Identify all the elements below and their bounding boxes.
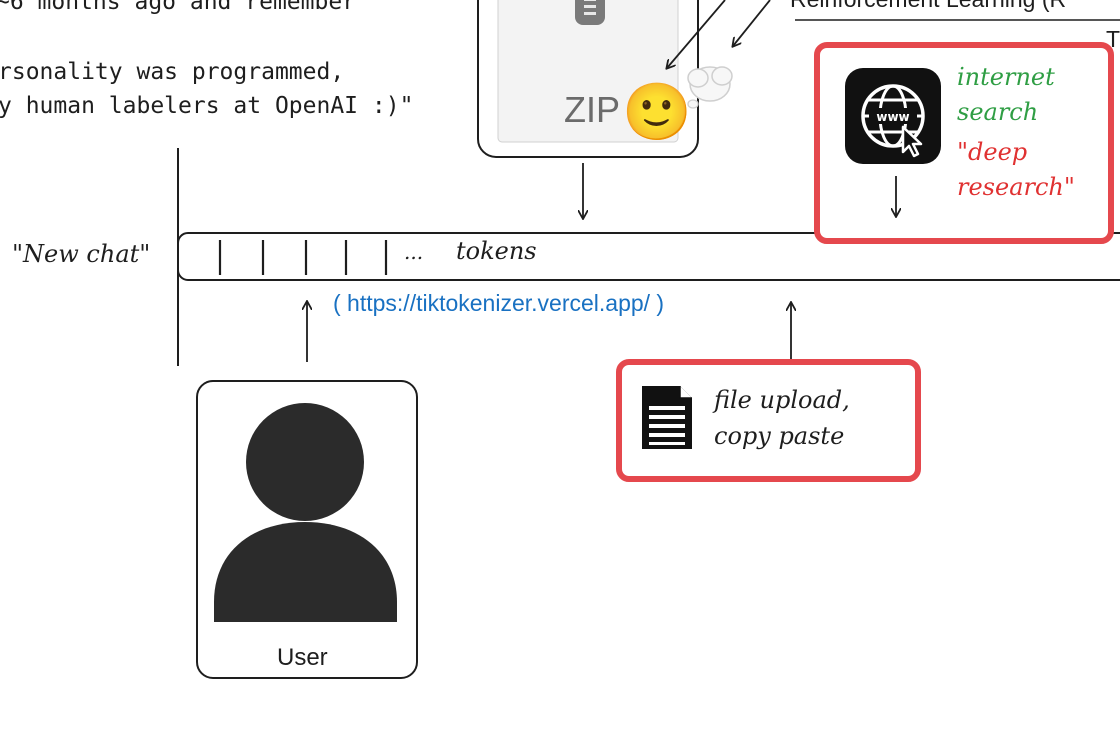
thought-cloud-icon — [687, 66, 733, 109]
context-note-line-2: rsonality was programmed, — [0, 59, 345, 85]
zip-label: ZIP — [564, 89, 621, 130]
deep-research-text: "deep research" — [957, 135, 1075, 205]
smiley-emoji: 🙂 — [622, 80, 692, 145]
token-sequence-bar — [177, 232, 1120, 281]
tiktokenizer-link[interactable]: ( https://tiktokenizer.vercel.app/ ) — [333, 290, 665, 316]
arrow-to-zip-2 — [733, 0, 771, 46]
user-label: User — [277, 644, 328, 671]
arrow-to-zip-1 — [667, 0, 726, 68]
internet-search-line-1: internet — [957, 63, 1055, 91]
reinforcement-learning-caption: Reinforcement Learning (R — [790, 0, 1066, 13]
context-note-line-1: ~6 months ago and remember — [0, 0, 357, 15]
context-note-line-3: y human labelers at OpenAI :)" — [0, 93, 414, 119]
new-chat-label: "New chat" — [12, 240, 151, 268]
user-avatar-icon — [214, 403, 397, 622]
deep-research-line-1: "deep — [957, 138, 1028, 166]
deep-research-line-2: research" — [957, 173, 1075, 201]
internet-search-text: internet search — [957, 60, 1055, 130]
top-right-letter: T — [1106, 26, 1120, 52]
file-upload-line-2: copy paste — [714, 422, 845, 450]
tokens-label: tokens — [456, 237, 537, 265]
globe-cursor-icon: www — [845, 68, 941, 164]
file-upload-text: file upload, copy paste — [714, 382, 850, 454]
file-upload-box — [616, 359, 921, 482]
document-icon — [642, 386, 692, 449]
file-upload-line-1: file upload, — [714, 386, 850, 414]
internet-search-line-2: search — [957, 98, 1039, 126]
svg-text:www: www — [876, 110, 909, 124]
token-ticks — [218, 240, 388, 275]
token-ellipsis: ... — [404, 240, 424, 264]
zip-file-icon — [497, 0, 679, 143]
